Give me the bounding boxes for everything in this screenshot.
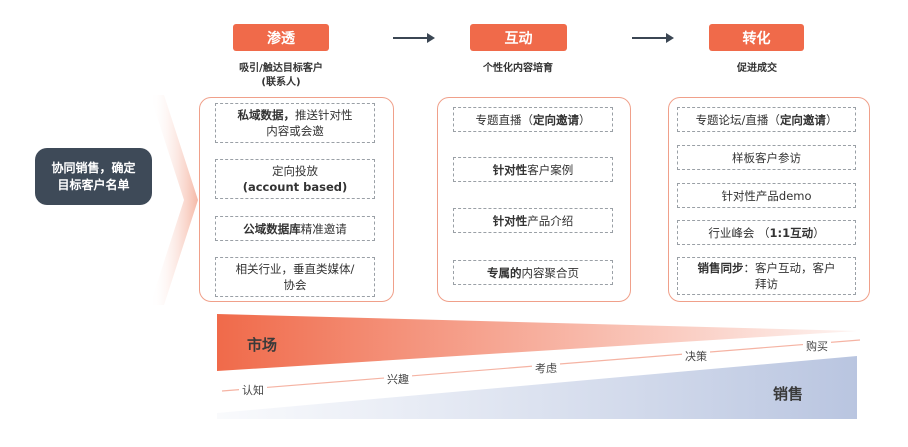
stage-convert-subtitle-line1: 促进成交 bbox=[737, 63, 777, 74]
column-penetrate bbox=[199, 97, 394, 302]
item-industry-media-text: 相关行业，垂直类媒体/ bbox=[235, 262, 355, 276]
item-customer-cases: 针对性客户案例 bbox=[453, 157, 613, 182]
item-product-intro-bold: 针对性 bbox=[492, 213, 528, 228]
item-live-stream: 专题直播（定向邀请） bbox=[453, 107, 613, 132]
item-forum-live-text: 专题论坛/直播（ bbox=[695, 112, 780, 127]
item-private-data-text2: 内容或会邀 bbox=[266, 124, 324, 138]
item-private-data-text: 推送针对性 bbox=[295, 108, 353, 122]
target-account-box: 协同销售，确定 目标客户名单 bbox=[35, 148, 152, 205]
item-sales-sync-text: ：客户互动，客户 bbox=[743, 261, 836, 275]
item-private-data-bold: 私域数据， bbox=[237, 108, 296, 122]
funnel-market-label: 市场 bbox=[247, 336, 278, 354]
item-live-stream-text2: ） bbox=[579, 112, 591, 127]
item-forum-live-text2: ） bbox=[825, 112, 838, 127]
funnel-step-awareness: 认知 bbox=[239, 382, 267, 398]
item-sales-sync: 销售同步：客户互动，客户 拜访 bbox=[677, 257, 856, 295]
stage-penetrate-subtitle-line2: (联系人) bbox=[261, 77, 301, 88]
item-product-demo-text: 针对性产品demo bbox=[721, 188, 812, 203]
item-sales-sync-bold: 销售同步 bbox=[697, 261, 744, 275]
stage-convert-subtitle: 促进成交 bbox=[681, 62, 833, 76]
item-live-stream-bold: 定向邀请 bbox=[533, 112, 579, 127]
item-forum-live: 专题论坛/直播（定向邀请） bbox=[677, 107, 856, 132]
item-content-hub-text: 内容聚合页 bbox=[521, 265, 580, 280]
item-reference-visit-text: 样板客户参访 bbox=[732, 150, 801, 165]
target-account-line2: 目标客户名单 bbox=[57, 177, 130, 192]
funnel-sales-label: 销售 bbox=[773, 385, 804, 403]
stage-penetrate-subtitle-line1: 吸引/触达目标客户 bbox=[239, 63, 323, 74]
stage-convert: 转化 bbox=[709, 24, 804, 51]
arrow-1 bbox=[393, 33, 435, 43]
item-customer-cases-text: 客户案例 bbox=[527, 162, 574, 177]
item-targeted-ads-bold: (account based) bbox=[242, 180, 348, 194]
item-public-database: 公域数据库精准邀请 bbox=[215, 216, 375, 241]
item-industry-summit-text2: ） bbox=[813, 225, 825, 240]
item-industry-media: 相关行业，垂直类媒体/ 协会 bbox=[215, 257, 375, 297]
stage-interact-subtitle: 个性化内容培育 bbox=[442, 62, 594, 76]
stage-interact: 互动 bbox=[470, 24, 567, 51]
arrow-2 bbox=[632, 33, 674, 43]
funnel-step-interest: 兴趣 bbox=[384, 371, 412, 387]
funnel-step-purchase: 购买 bbox=[803, 338, 831, 354]
item-product-demo: 针对性产品demo bbox=[677, 183, 856, 208]
item-forum-live-bold: 定向邀请 bbox=[779, 112, 826, 127]
item-live-stream-text: 专题直播（ bbox=[475, 112, 534, 127]
funnel-sales-wedge bbox=[217, 356, 857, 419]
item-sales-sync-text2: 拜访 bbox=[755, 277, 778, 291]
stage-penetrate-subtitle: 吸引/触达目标客户 (联系人) bbox=[205, 62, 357, 90]
item-product-intro-text: 产品介绍 bbox=[527, 213, 574, 228]
item-public-database-bold: 公域数据库 bbox=[243, 221, 301, 236]
item-targeted-ads: 定向投放 (account based) bbox=[215, 159, 375, 199]
item-industry-summit-text: 行业峰会 （ bbox=[708, 225, 770, 240]
item-content-hub: 专属的内容聚合页 bbox=[453, 260, 613, 285]
item-reference-visit: 样板客户参访 bbox=[677, 145, 856, 170]
stage-penetrate-label: 渗透 bbox=[267, 30, 295, 47]
item-targeted-ads-text: 定向投放 bbox=[272, 164, 318, 178]
left-chevron-gradient bbox=[150, 95, 198, 305]
item-public-database-text: 精准邀请 bbox=[300, 221, 347, 236]
funnel-graphic bbox=[217, 314, 861, 419]
funnel-market-wedge bbox=[217, 314, 857, 371]
stage-convert-label: 转化 bbox=[742, 30, 771, 47]
stage-penetrate: 渗透 bbox=[233, 24, 329, 51]
funnel-step-consideration: 考虑 bbox=[532, 360, 560, 376]
stage-interact-subtitle-line1: 个性化内容培育 bbox=[483, 63, 553, 74]
item-content-hub-bold: 专属的 bbox=[487, 265, 522, 280]
item-customer-cases-bold: 针对性 bbox=[492, 162, 528, 177]
stage-interact-label: 互动 bbox=[504, 30, 533, 47]
funnel-step-decision: 决策 bbox=[682, 348, 710, 364]
item-product-intro: 针对性产品介绍 bbox=[453, 208, 613, 233]
item-industry-media-text2: 协会 bbox=[283, 278, 307, 292]
target-account-line1: 协同销售，确定 bbox=[51, 160, 136, 175]
item-private-data: 私域数据，推送针对性 内容或会邀 bbox=[215, 103, 375, 143]
item-industry-summit-bold: 1:1互动 bbox=[769, 225, 814, 240]
item-industry-summit: 行业峰会 （1:1互动） bbox=[677, 220, 856, 245]
